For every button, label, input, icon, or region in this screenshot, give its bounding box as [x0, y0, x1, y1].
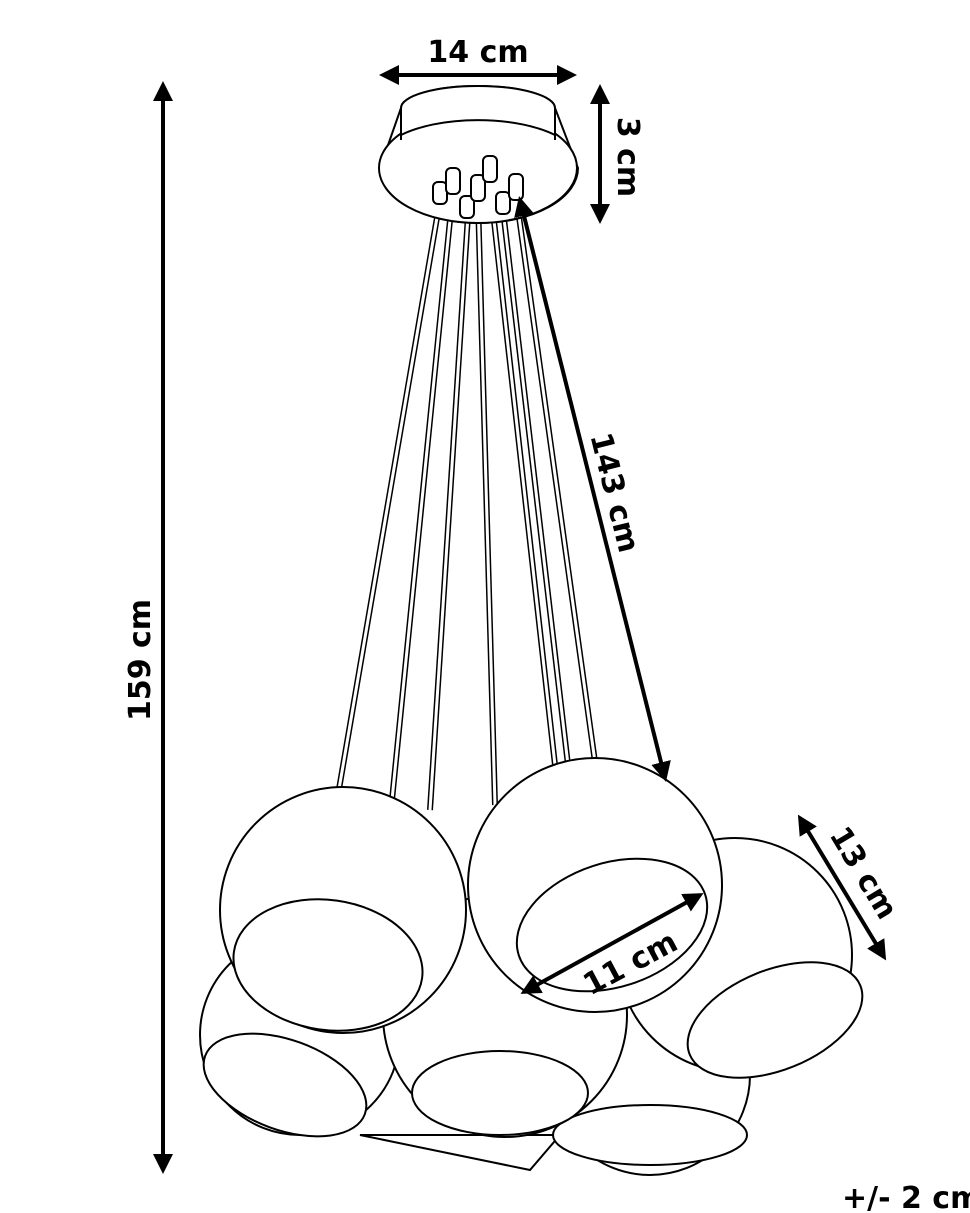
sockets — [432, 155, 524, 219]
shades — [199, 757, 864, 1176]
total-height-label: 159 cm — [123, 599, 158, 721]
canopy-width-label: 14 cm — [427, 35, 528, 70]
shade-left-upper — [219, 786, 467, 1034]
tolerance-label: +/- 2 cm — [842, 1181, 970, 1213]
ceiling-canopy — [378, 85, 580, 224]
dimension-arrows — [153, 65, 887, 1174]
cables — [335, 184, 598, 811]
shade-bottom-center — [359, 1134, 563, 1172]
canopy-height-label: 3 cm — [610, 117, 645, 197]
